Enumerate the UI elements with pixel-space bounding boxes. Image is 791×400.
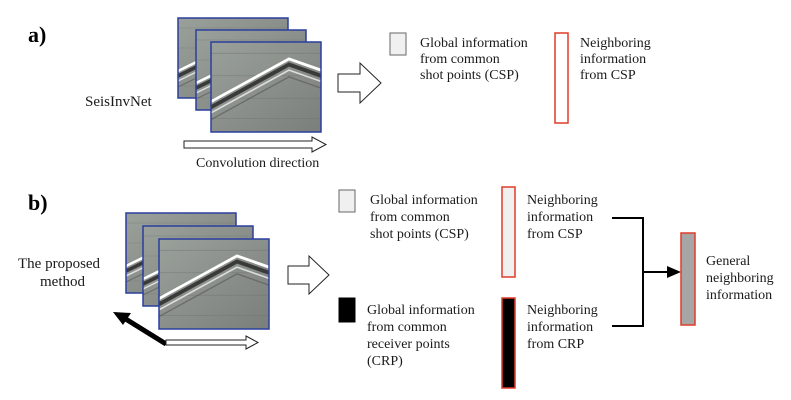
panel-b-label: b) — [28, 190, 48, 215]
flow-arrow-a — [337, 61, 382, 105]
general-neighboring-info-label: General neighboring information — [706, 254, 777, 303]
merge-arrowhead — [667, 266, 681, 278]
neighboring-info-crp-label: Neighboring information from CRP — [527, 303, 601, 352]
convolution-direction-arrow — [183, 136, 328, 153]
global-info-crp-label: Global information from common receiver … — [367, 303, 478, 369]
merge-connector — [612, 217, 668, 327]
neighboring-info-csp-label-a: Neighboring information from CSP — [580, 36, 654, 83]
seisinvnet-label: SeisInvNet — [85, 94, 152, 110]
global-info-csp-box-b — [338, 189, 356, 213]
seismic-stack-b — [124, 211, 271, 331]
seismic-frame-a-3 — [209, 40, 323, 134]
panel-a: a) SeisInvNet Convolution direction — [28, 16, 654, 171]
seismic-stack-a — [176, 16, 323, 134]
global-info-csp-label-a: Global information from common shot poin… — [420, 36, 531, 83]
global-info-csp-label-b: Global information from common shot poin… — [370, 193, 481, 242]
general-neighboring-info-bar — [680, 232, 696, 326]
diagonal-direction-arrow — [113, 312, 168, 347]
panel-b: b) The proposed method — [18, 186, 777, 389]
neighboring-info-csp-bar-b — [501, 186, 516, 278]
panel-a-label: a) — [28, 22, 46, 47]
horizontal-direction-arrow — [165, 335, 260, 350]
neighboring-info-crp-bar — [501, 297, 516, 389]
proposed-method-label: The proposed method — [18, 256, 104, 290]
seismic-frame-b-3 — [157, 237, 271, 331]
convolution-direction-label: Convolution direction — [196, 156, 319, 171]
flow-arrow-b — [287, 254, 330, 296]
neighboring-info-csp-label-b: Neighboring information from CSP — [527, 193, 601, 242]
neighboring-info-csp-bar-a — [554, 32, 569, 124]
global-info-csp-box-a — [389, 32, 407, 56]
global-info-crp-box — [338, 297, 356, 323]
